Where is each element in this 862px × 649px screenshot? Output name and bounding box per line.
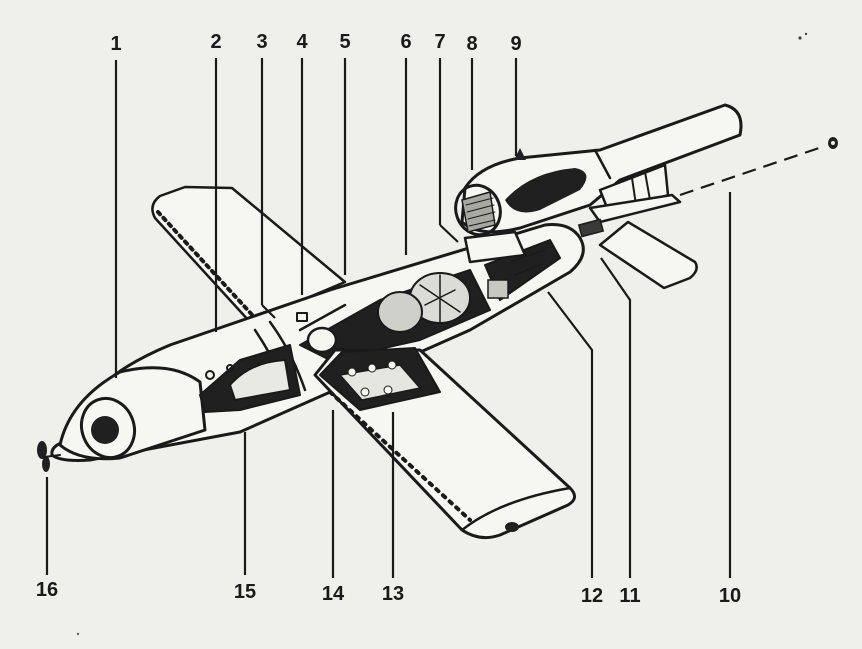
leader-12 [547, 291, 594, 578]
upper-wing [151, 185, 347, 324]
callout-6: 6 [400, 31, 411, 53]
callout-7: 7 [434, 31, 445, 53]
callout-13: 13 [382, 583, 404, 605]
callout-numbers: 1 2 3 4 5 6 7 8 9 10 11 12 13 14 15 16 [36, 31, 741, 607]
callout-1: 1 [110, 33, 121, 55]
callout-12: 12 [581, 585, 603, 607]
callout-4: 4 [296, 31, 308, 53]
callout-14: 14 [322, 583, 345, 605]
callout-2: 2 [210, 31, 221, 53]
missile-illustration [37, 32, 838, 636]
leader-11 [600, 257, 632, 578]
leader-7b [439, 224, 459, 243]
callout-15: 15 [234, 581, 256, 603]
callout-8: 8 [466, 33, 477, 55]
callout-3: 3 [256, 31, 267, 53]
tailplane [598, 220, 698, 290]
callout-16: 16 [36, 579, 58, 601]
nose-propeller [37, 441, 61, 472]
leader-3b [261, 304, 276, 319]
callout-10: 10 [719, 585, 741, 607]
leader-lines [45, 58, 826, 578]
leader-10b [679, 144, 826, 197]
callout-5: 5 [339, 31, 350, 53]
callout-9: 9 [510, 33, 521, 55]
callout-11: 11 [619, 585, 640, 607]
